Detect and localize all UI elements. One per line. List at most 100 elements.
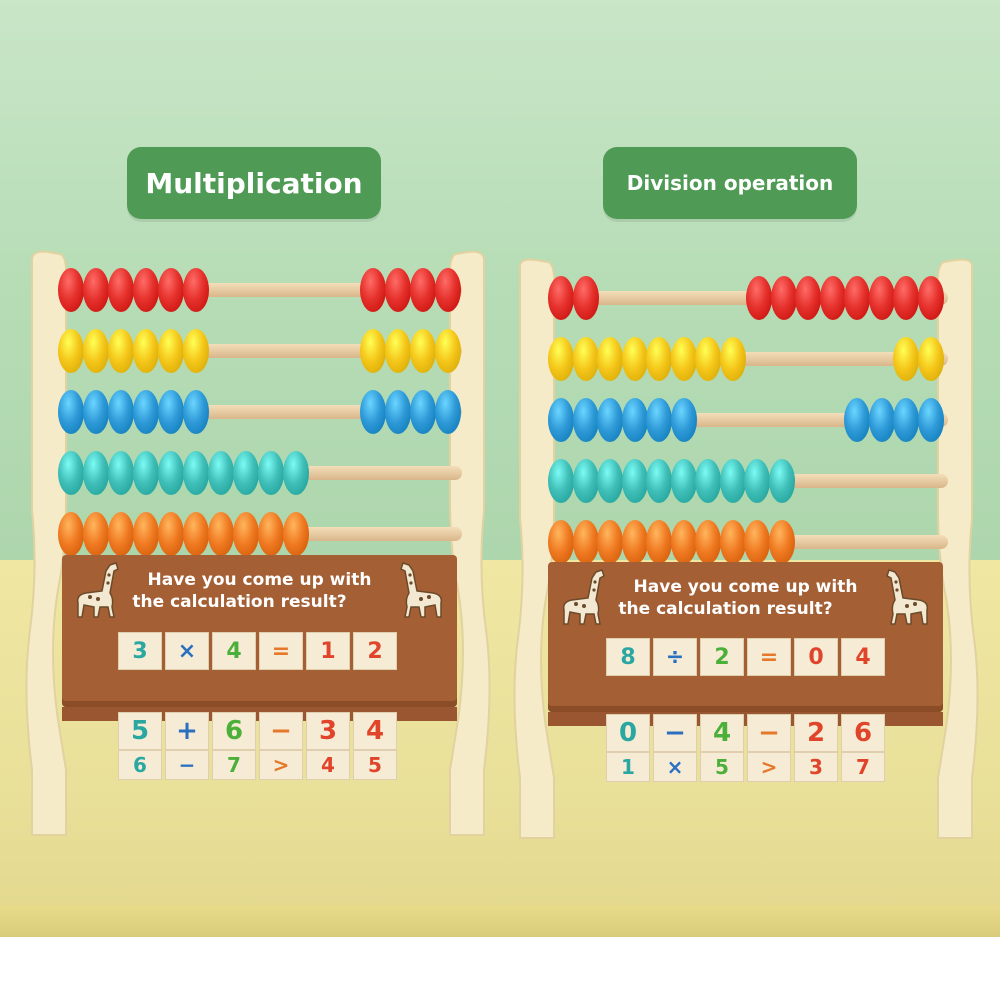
number-tile[interactable]: 2	[700, 638, 744, 676]
red-bead[interactable]	[893, 276, 919, 320]
orange-bead[interactable]	[258, 512, 284, 556]
red-bead[interactable]	[410, 268, 436, 312]
yellow-bead[interactable]	[646, 337, 672, 381]
red-bead[interactable]	[435, 268, 461, 312]
teal-bead[interactable]	[695, 459, 721, 503]
yellow-bead[interactable]	[410, 329, 436, 373]
blue-bead[interactable]	[597, 398, 623, 442]
red-bead[interactable]	[868, 276, 895, 320]
blue-bead[interactable]	[572, 398, 599, 442]
teal-bead[interactable]	[283, 451, 309, 495]
orange-bead[interactable]	[283, 512, 309, 556]
orange-bead[interactable]	[108, 512, 134, 556]
number-tile[interactable]: +	[165, 712, 209, 750]
number-tile[interactable]: ÷	[653, 638, 697, 676]
number-tile[interactable]: 1	[306, 632, 350, 670]
red-bead[interactable]	[844, 276, 870, 320]
blue-bead[interactable]	[58, 390, 84, 434]
teal-bead[interactable]	[670, 459, 697, 503]
teal-bead[interactable]	[158, 451, 184, 495]
blue-bead[interactable]	[893, 398, 919, 442]
red-bead[interactable]	[108, 268, 134, 312]
number-tile[interactable]: ×	[653, 752, 697, 782]
teal-bead[interactable]	[621, 459, 648, 503]
yellow-bead[interactable]	[83, 329, 109, 373]
teal-bead[interactable]	[719, 459, 746, 503]
number-tile[interactable]: 4	[841, 638, 885, 676]
number-tile[interactable]: −	[653, 714, 697, 752]
yellow-bead[interactable]	[695, 337, 721, 381]
orange-bead[interactable]	[548, 520, 574, 564]
teal-bead[interactable]	[768, 459, 795, 503]
number-tile[interactable]: ×	[165, 632, 209, 670]
number-tile[interactable]: =	[747, 638, 791, 676]
teal-bead[interactable]	[83, 451, 109, 495]
number-tile[interactable]: 3	[794, 752, 838, 782]
number-tile[interactable]: 8	[606, 638, 650, 676]
red-bead[interactable]	[183, 268, 209, 312]
teal-bead[interactable]	[108, 451, 134, 495]
red-bead[interactable]	[158, 268, 184, 312]
blue-bead[interactable]	[133, 390, 159, 434]
number-tile[interactable]: 0	[606, 714, 650, 752]
number-tile[interactable]: 5	[700, 752, 744, 782]
orange-bead[interactable]	[646, 520, 672, 564]
red-bead[interactable]	[360, 268, 386, 312]
number-tile[interactable]: 4	[353, 712, 397, 750]
teal-bead[interactable]	[548, 459, 574, 503]
number-tile[interactable]: 5	[353, 750, 397, 780]
number-tile[interactable]: −	[747, 714, 791, 752]
orange-bead[interactable]	[597, 520, 623, 564]
yellow-bead[interactable]	[597, 337, 623, 381]
yellow-bead[interactable]	[58, 329, 84, 373]
blue-bead[interactable]	[410, 390, 436, 434]
number-tile[interactable]: 6	[841, 714, 885, 752]
red-bead[interactable]	[385, 268, 411, 312]
red-bead[interactable]	[819, 276, 846, 320]
number-tile[interactable]: 0	[794, 638, 838, 676]
red-bead[interactable]	[795, 276, 821, 320]
orange-bead[interactable]	[233, 512, 259, 556]
orange-bead[interactable]	[183, 512, 209, 556]
yellow-bead[interactable]	[548, 337, 574, 381]
blue-bead[interactable]	[670, 398, 697, 442]
number-tile[interactable]: 4	[700, 714, 744, 752]
number-tile[interactable]: 3	[118, 632, 162, 670]
number-tile[interactable]: −	[165, 750, 209, 780]
yellow-bead[interactable]	[385, 329, 411, 373]
number-tile[interactable]: 5	[118, 712, 162, 750]
number-tile[interactable]: 2	[794, 714, 838, 752]
number-tile[interactable]: >	[259, 750, 303, 780]
yellow-bead[interactable]	[435, 329, 461, 373]
number-tile[interactable]: >	[747, 752, 791, 782]
orange-bead[interactable]	[621, 520, 648, 564]
number-tile[interactable]: 2	[353, 632, 397, 670]
yellow-bead[interactable]	[183, 329, 209, 373]
red-bead[interactable]	[746, 276, 772, 320]
red-bead[interactable]	[133, 268, 159, 312]
yellow-bead[interactable]	[572, 337, 599, 381]
yellow-bead[interactable]	[133, 329, 159, 373]
yellow-bead[interactable]	[158, 329, 184, 373]
teal-bead[interactable]	[597, 459, 623, 503]
number-tile[interactable]: 3	[306, 712, 350, 750]
blue-bead[interactable]	[108, 390, 134, 434]
orange-bead[interactable]	[744, 520, 770, 564]
red-bead[interactable]	[83, 268, 109, 312]
blue-bead[interactable]	[158, 390, 184, 434]
number-tile[interactable]: 4	[306, 750, 350, 780]
yellow-bead[interactable]	[621, 337, 648, 381]
red-bead[interactable]	[572, 276, 599, 320]
number-tile[interactable]: −	[259, 712, 303, 750]
yellow-bead[interactable]	[360, 329, 386, 373]
red-bead[interactable]	[58, 268, 84, 312]
number-tile[interactable]: 4	[212, 632, 256, 670]
orange-bead[interactable]	[719, 520, 746, 564]
teal-bead[interactable]	[183, 451, 209, 495]
yellow-bead[interactable]	[719, 337, 746, 381]
red-bead[interactable]	[770, 276, 797, 320]
yellow-bead[interactable]	[108, 329, 134, 373]
blue-bead[interactable]	[844, 398, 870, 442]
yellow-bead[interactable]	[917, 337, 944, 381]
number-tile[interactable]: 7	[212, 750, 256, 780]
